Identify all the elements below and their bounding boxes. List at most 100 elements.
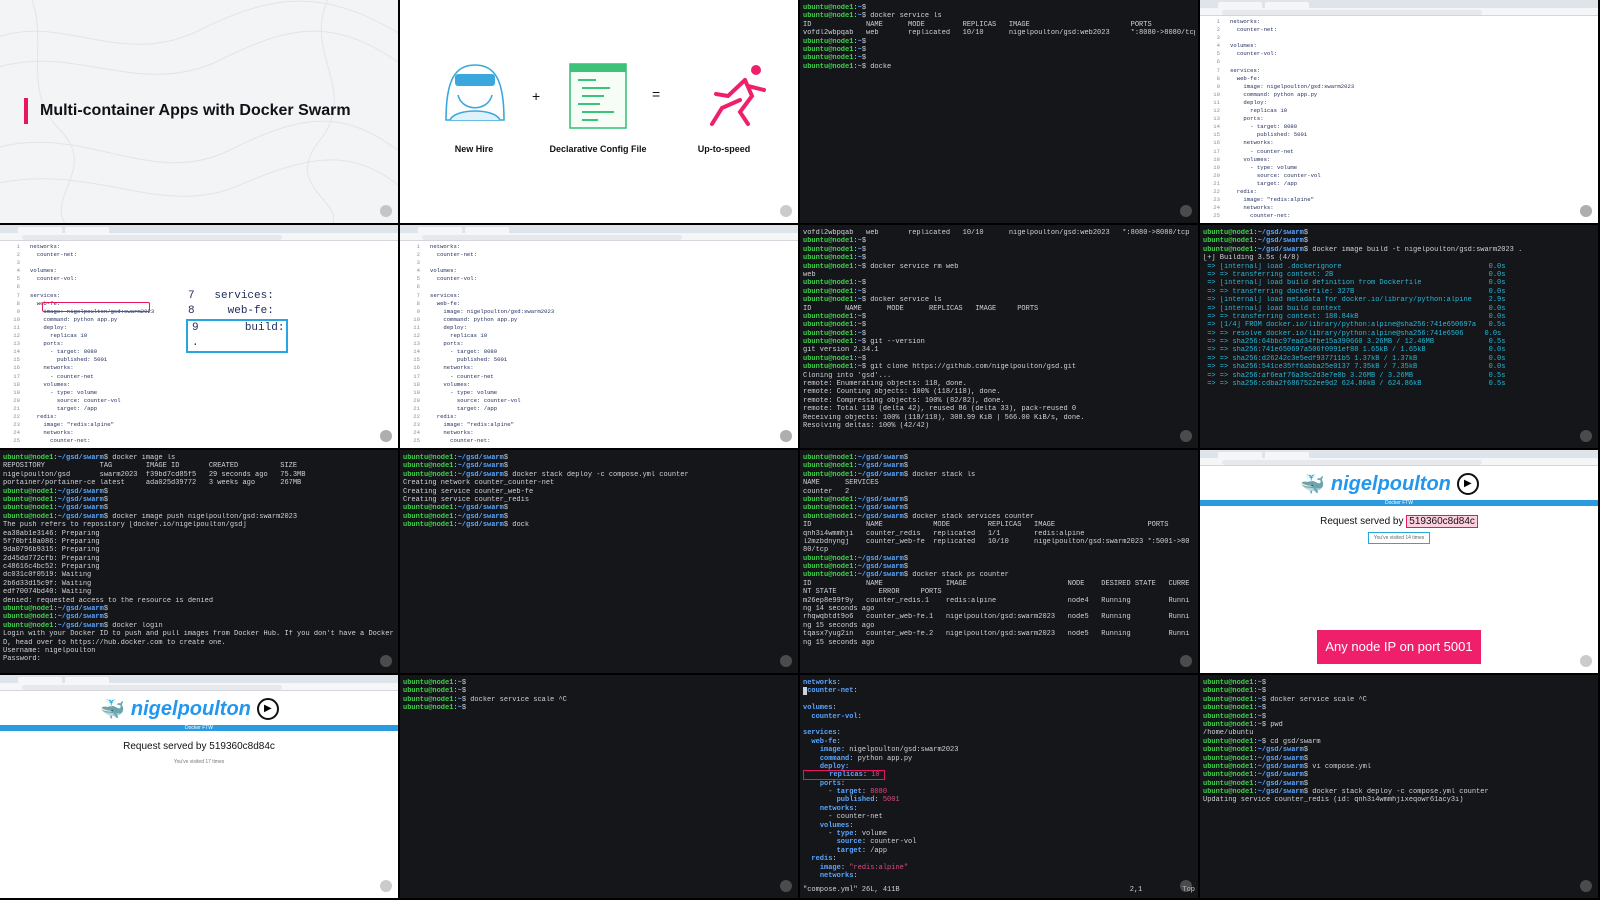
browser-tabs[interactable] [400,225,798,233]
terminal-line: remote: Enumerating objects: 118, done. [803,380,967,389]
terminal-line: Receiving objects: 100% (118/118), 308.9… [803,413,1085,422]
terminal-line: ng 15 seconds ago [803,638,875,647]
terminal-image-build[interactable]: ubuntu@node1:~/gsd/swarm$ubuntu@node1:~/… [1200,225,1598,448]
code-line: 20 source: counter-vol [0,397,398,405]
terminal-image-push[interactable]: ubuntu@node1:~/gsd/swarm$ docker image l… [0,450,398,673]
config-file-icon [569,63,627,129]
terminal-line: NT STATE ERROR PORTS [803,588,942,597]
tagline-bar: Docker FTW [1200,500,1598,506]
terminal-stack-update[interactable]: ubuntu@node1:~$ubuntu@node1:~$ubuntu@nod… [1200,675,1598,898]
line-number: 4 [16,267,20,275]
address-bar[interactable] [1200,458,1598,466]
address-bar[interactable] [400,233,798,241]
line-number: 9 [1216,82,1220,90]
line-number: 20 [13,396,20,404]
terminal-line: REPOSITORY TAG IMAGE ID CREATED SIZE [3,462,298,471]
line-number: 20 [1213,171,1220,179]
line-number: 15 [13,356,20,364]
address-bar[interactable] [1200,8,1598,16]
record-icon [780,880,792,892]
code-line: 15 published: 5001 [400,356,798,364]
terminal-line: ubuntu@node1:~/gsd/swarm$ docker stack p… [803,571,1009,580]
code-line: 16 networks: [0,364,398,372]
code-line: 16 networks: [1200,139,1598,147]
line-number: 7 [416,291,420,299]
code-line: 2 counter-net: [400,251,798,259]
diagram-art [445,63,766,129]
line-number: 25 [1213,212,1220,220]
browser-tabs[interactable] [1200,0,1598,8]
terminal-stack-services[interactable]: ubuntu@node1:~/gsd/swarm$ubuntu@node1:~/… [800,450,1198,673]
line-number: 6 [416,283,420,291]
terminal-line: ubuntu@node1:~/gsd/swarm$ [1203,754,1309,763]
code-line: 17 - counter-net [0,373,398,381]
terminal-line: m26ep8e99f9y counter_redis.1 redis:alpin… [803,596,1190,605]
vim-compose-editor[interactable]: networks: counter-net: volumes: counter-… [800,675,1198,898]
address-bar[interactable] [0,233,398,241]
terminal-service-ls[interactable]: ubuntu@node1:~$ ubuntu@node1:~$ docker s… [800,0,1198,223]
code-line: 14 - target: 8080 [400,348,798,356]
terminal-line: => => sha256:64bbc97ead34fbe15a390660 3.… [1203,338,1506,347]
code-line: 19 - type: volume [400,389,798,397]
terminal-line: ng 15 seconds ago [803,621,875,630]
terminal-line: ubuntu@node1:~/gsd/swarm$ [803,554,909,563]
code-line: 8 web-fe: [0,300,398,308]
code-line: 6 [0,283,398,291]
line-number: 8 [416,299,420,307]
code-line: 12 replicas 10 [400,332,798,340]
line-number: 7 [16,291,20,299]
browser-tabs[interactable] [0,675,398,683]
browser-tabs[interactable] [0,225,398,233]
line-number: 4 [1216,42,1220,50]
terminal-line: remote: Total 118 (delta 42), reused 86 … [803,405,1077,414]
terminal-line: ubuntu@node1:~$ docker service scale ^C [403,695,567,704]
code-line: 14 - target: 8080 [0,348,398,356]
terminal-line: ubuntu@node1:~/gsd/swarm$ [803,495,909,504]
line-number: 3 [416,259,420,267]
docker-whale-icon: 🐳 [100,698,125,721]
visit-counter: You've visited 14 times [1368,532,1430,544]
terminal-stack-deploy[interactable]: ubuntu@node1:~/gsd/swarm$ubuntu@node1:~/… [400,450,798,673]
line-number: 15 [1213,131,1220,139]
address-bar[interactable] [0,683,398,691]
container-id-highlight: 519360c8d84c [1406,515,1478,528]
code-line: 19 - type: volume [0,389,398,397]
code-line: 16 networks: [400,364,798,372]
image-line-highlight [42,302,150,312]
terminal-line: ubuntu@node1:~/gsd/swarm$ [803,563,909,572]
terminal-line: ubuntu@node1:~/gsd/swarm$ [3,504,109,513]
line-number: 10 [1213,90,1220,98]
terminal-git-clone[interactable]: vofdl2wbpqab web replicated 10/10 nigelp… [800,225,1198,448]
terminal-line: ubuntu@node1:~$ [803,354,867,363]
code-line: 12 replicas 10 [1200,107,1598,115]
terminal-line: Username: nigelpoulton [3,646,96,655]
terminal-line: ubuntu@node1:~/gsd/swarm$ dock [403,521,530,530]
visit-counter: You've visited 17 times [173,759,225,765]
terminal-line: ubuntu@node1:~$ docker service ls [803,296,942,305]
title-slide: Multi-container Apps with Docker Swarm [0,0,398,223]
terminal-line: => => sha256:cdba2f6867522ee9d2 624.86kB… [1203,380,1506,389]
line-number: 9 [16,307,20,315]
terminal-line: ubuntu@node1:~$ [803,279,867,288]
line-number: 7 [1216,66,1220,74]
code-line: 10 command: python app.py [1200,91,1598,99]
terminal-line: ubuntu@node1:~/gsd/swarm$ docker stack s… [803,512,1035,521]
port-callout: Any node IP on port 5001 [1317,630,1481,664]
terminal-line: => [1/4] FROM docker.io/library/python:a… [1203,321,1506,330]
terminal-line: [+] Building 3.5s (4/8) [1203,254,1300,263]
code-line: 2 counter-net: [0,251,398,259]
line-number: 5 [416,275,420,283]
terminal-scale[interactable]: ubuntu@node1:~$ubuntu@node1:~$ubuntu@nod… [400,675,798,898]
terminal-line: dc031c0f0519: Waiting [3,571,92,580]
terminal-line: ubuntu@node1:~$ docker service scale ^C [1203,695,1367,704]
terminal-line: ubuntu@node1:~$ docker service rm web [803,262,959,271]
record-icon [1580,655,1592,667]
terminal-line: Creating service counter_redis [403,495,530,504]
terminal-line: tqasx7yug2in counter_web-fe.2 nigelpoult… [803,630,1190,639]
line-number: 3 [1216,34,1220,42]
browser-tabs[interactable] [1200,450,1598,458]
code-line: 21 target: /app [0,405,398,413]
code-line: 23 image: "redis:alpine" [1200,196,1598,204]
browser-web-app-1: 🐳 nigelpoulton ▶ Docker FTW Request serv… [1200,450,1598,673]
